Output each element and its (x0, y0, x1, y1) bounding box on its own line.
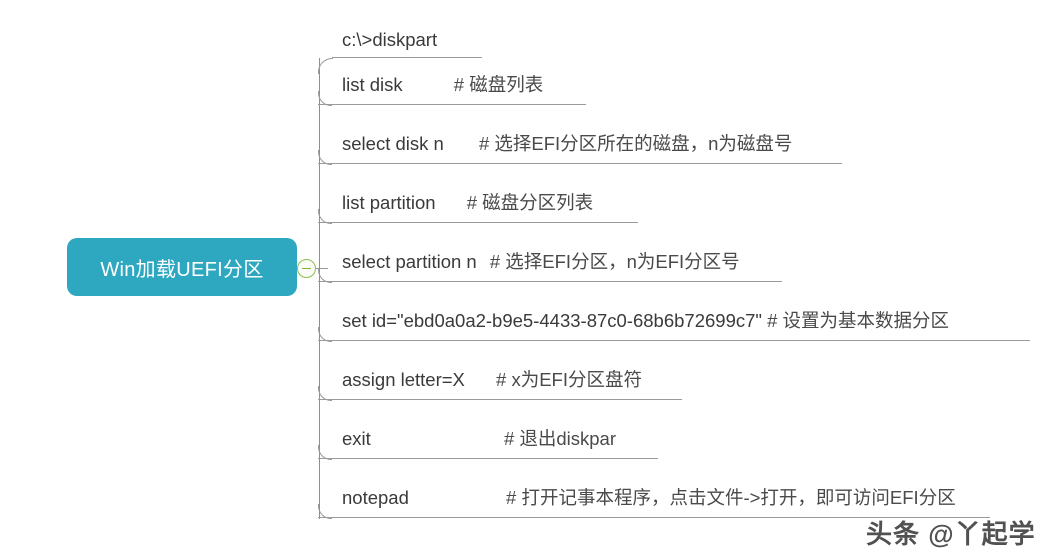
branch-comment: # 打开记事本程序，点击文件->打开，即可访问EFI分区 (506, 487, 956, 508)
branch-text: notepad # 打开记事本程序，点击文件->打开，即可访问EFI分区 (342, 487, 956, 509)
branch-comment: # 选择EFI分区，n为EFI分区号 (489, 251, 740, 272)
branch-command: select disk n (342, 133, 444, 154)
branch-underline (318, 457, 658, 459)
branch-row: set id="ebd0a0a2-b9e5-4433-87c0-68b6b726… (318, 281, 1049, 342)
branch-command: select partition n (342, 251, 477, 272)
watermark: 头条 @丫起学 (866, 519, 1036, 549)
branch-row: c:\>diskpart (318, 12, 488, 74)
branch-command: assign letter=X (342, 369, 465, 390)
branch-row: notepad # 打开记事本程序，点击文件->打开，即可访问EFI分区 (318, 458, 1010, 519)
branch-command: list disk (342, 74, 403, 95)
branch-text: assign letter=X # x为EFI分区盘符 (342, 369, 642, 391)
branch-comment: # 磁盘列表 (453, 74, 544, 95)
branch-text: c:\>diskpart (342, 29, 437, 51)
branch-comment: # x为EFI分区盘符 (496, 369, 642, 390)
branch-underline (318, 398, 682, 400)
branch-row: select partition n # 选择EFI分区，n为EFI分区号 (318, 222, 802, 283)
branch-underline (318, 162, 842, 164)
branch-row: exit # 退出diskpar (318, 399, 678, 460)
branch-underline (332, 56, 482, 58)
branch-text: list disk # 磁盘列表 (342, 74, 543, 96)
branch-text: list partition # 磁盘分区列表 (342, 192, 593, 214)
branch-comment: # 选择EFI分区所在的磁盘，n为磁盘号 (478, 133, 793, 154)
branch-text: set id="ebd0a0a2-b9e5-4433-87c0-68b6b726… (342, 310, 949, 332)
root-node-label: Win加载UEFI分区 (100, 258, 264, 281)
collapse-toggle-icon[interactable] (297, 259, 316, 278)
branch-text: exit # 退出diskpar (342, 428, 616, 450)
branch-underline (318, 103, 586, 105)
branch-text: select partition n # 选择EFI分区，n为EFI分区号 (342, 251, 740, 273)
trunk-line (318, 58, 320, 519)
branch-command: set id="ebd0a0a2-b9e5-4433-87c0-68b6b726… (342, 310, 762, 331)
root-node[interactable]: Win加载UEFI分区 (67, 238, 297, 296)
branch-underline (318, 339, 1030, 341)
branch-comment: # 磁盘分区列表 (466, 192, 594, 213)
branch-row: select disk n # 选择EFI分区所在的磁盘，n为磁盘号 (318, 104, 862, 165)
branch-row: list disk # 磁盘列表 (318, 45, 606, 106)
branch-underline (318, 221, 638, 223)
branch-comment: # 设置为基本数据分区 (767, 310, 950, 331)
branch-corner-icon (318, 58, 333, 74)
branch-text: select disk n # 选择EFI分区所在的磁盘，n为磁盘号 (342, 133, 792, 155)
branch-row: assign letter=X # x为EFI分区盘符 (318, 340, 702, 401)
branch-comment: # 退出diskpar (503, 428, 617, 449)
branch-underline (318, 516, 990, 518)
branch-command: c:\>diskpart (342, 29, 438, 50)
branch-row: list partition # 磁盘分区列表 (318, 163, 658, 224)
branch-command: notepad (342, 487, 409, 508)
branch-command: list partition (342, 192, 436, 213)
branch-command: exit (342, 428, 371, 449)
branch-underline (318, 280, 782, 282)
